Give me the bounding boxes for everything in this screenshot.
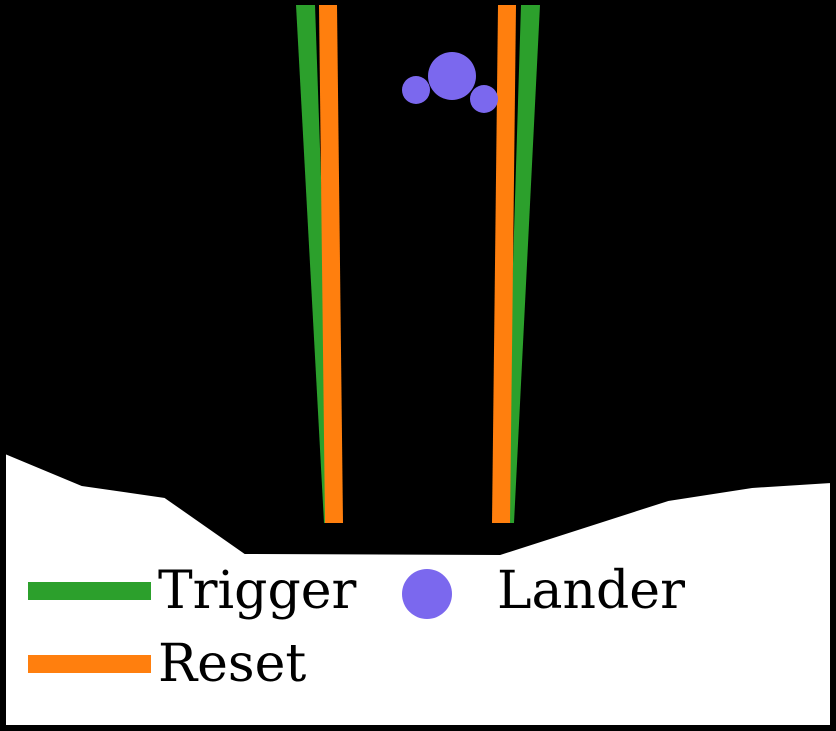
lander [402,52,498,113]
lander-left-pod [402,76,430,104]
lander-right-pod [470,85,498,113]
trigger-line-right [505,5,540,523]
legend-lander-label: Lander [497,561,685,621]
reset-line-right [492,5,516,523]
reset-line-left [319,5,343,523]
legend-trigger-swatch [28,582,151,600]
legend-lander-marker [402,569,452,619]
legend-trigger-label: Trigger [158,561,357,621]
legend-reset-swatch [28,655,151,673]
legend-reset-label: Reset [158,634,307,694]
lander-body [428,52,476,100]
